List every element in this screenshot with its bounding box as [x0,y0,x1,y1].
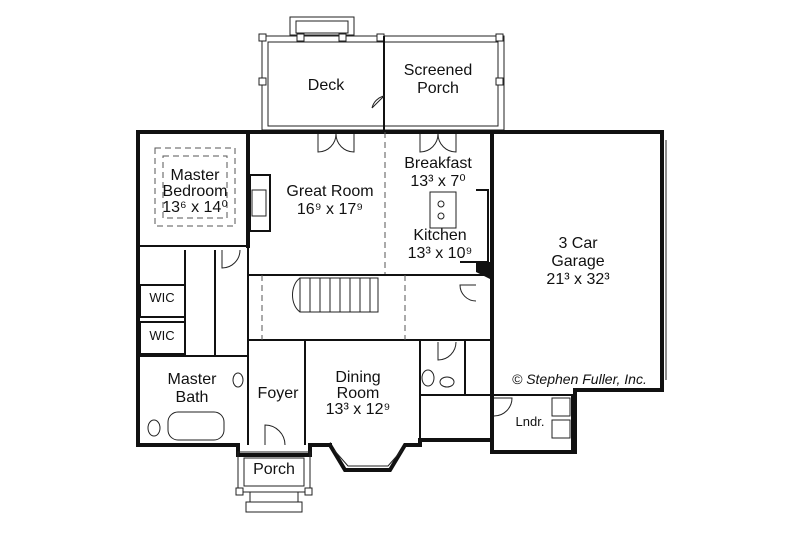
kitchen-label: Kitchen [413,227,466,244]
great-room-label: Great Room [286,183,373,200]
front-porch [235,451,313,513]
fixtures [147,147,571,441]
copyright-text: © Stephen Fuller, Inc. [512,371,647,387]
garage-label-1: 3 Car [558,235,598,252]
dining-room-size: 13³ x 12⁹ [326,401,391,418]
master-bath-label-1: Master [168,371,218,388]
laundry-label: Lndr. [516,414,545,429]
screened-porch-label-1: Screened [404,62,473,79]
wic-lower-label: WIC [149,328,174,343]
breakfast-size: 13³ x 7⁰ [410,173,465,190]
porch-label: Porch [253,461,295,478]
garage-size: 21³ x 32³ [546,271,610,288]
master-bedroom-label-1: Master [171,167,221,184]
doors [221,133,513,467]
master-bath-label-2: Bath [176,389,209,406]
deck-label: Deck [308,77,345,94]
dining-room-label-2: Room [337,385,380,402]
room-labels: Deck Screened Porch Master Bedroom 13⁶ x… [149,62,646,478]
foyer-label: Foyer [258,385,300,402]
interior-walls [138,132,573,453]
kitchen-size: 13³ x 10⁹ [408,245,473,262]
wic-upper-label: WIC [149,290,174,305]
master-bedroom-label-2: Bedroom [163,183,228,200]
breakfast-label: Breakfast [404,155,472,172]
garage-label-2: Garage [551,253,604,270]
deck-structure [258,16,505,131]
screened-porch-label-2: Porch [417,80,459,97]
great-room-size: 16⁹ x 17⁹ [297,201,363,218]
master-bedroom-size: 13⁶ x 14⁰ [162,199,227,216]
dining-room-label-1: Dining [335,369,380,386]
